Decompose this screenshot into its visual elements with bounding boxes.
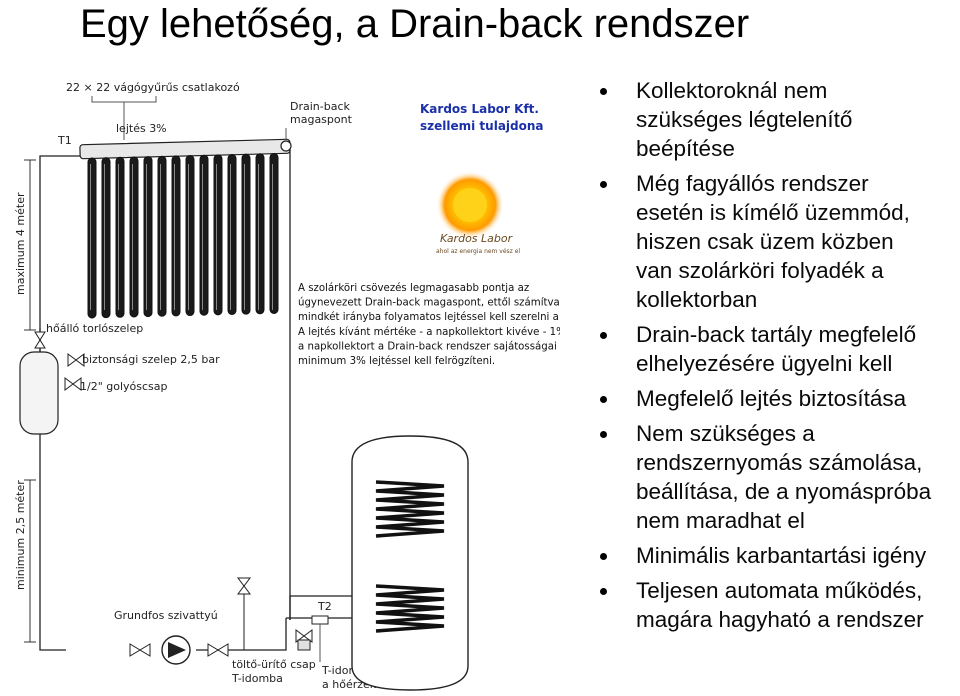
bullet-line: Drain-back tartály megfelelő	[636, 322, 917, 347]
note-line: minimum 3% lejtéssel kell felrögzíteni.	[298, 355, 495, 367]
bullet-line: hiszen csak üzem közben	[636, 229, 894, 254]
fill-valve-icon	[237, 577, 251, 650]
bullet-item: Nem szükséges a rendszernyomás számolása,…	[598, 419, 960, 535]
bullet-dot-icon	[600, 88, 607, 95]
bullet-list: Kollektoroknál nem szükséges légtelenítő b…	[598, 76, 960, 640]
ball-valve-label: 1/2" golyóscsap	[80, 380, 168, 393]
dimension-min	[24, 479, 36, 643]
safety-valve-icon	[67, 353, 85, 367]
ball-valve-icon	[64, 377, 82, 391]
pump-label: Grundfos szivattyú	[114, 609, 218, 622]
collector-tube	[227, 154, 237, 315]
bullet-line: Kollektoroknál nem	[636, 78, 828, 103]
t2-label: T2	[317, 600, 332, 613]
bullet-line: magára hagyható a rendszer	[636, 607, 924, 632]
bullet-dot-icon	[600, 588, 607, 595]
fill-valve-label: töltő-ürítő csap T-idomba	[231, 658, 319, 685]
t1-label: T1	[57, 134, 72, 147]
bullet-line: Minimális karbantartási igény	[636, 543, 927, 568]
bullet-dot-icon	[600, 553, 607, 560]
kardos-labor-logo: Kardos Labor ahol az energia nem vész el	[436, 171, 520, 255]
bullet-line: Megfelelő lejtés biztosítása	[636, 386, 907, 411]
collector-tube	[115, 156, 125, 318]
drainback-point-label: Drain-back magaspont	[290, 100, 353, 126]
installation-note: A szolárköri csövezés legmagasabb pontja…	[298, 282, 560, 367]
company-line2: szellemi tulajdona	[420, 119, 544, 133]
collector-tube	[87, 157, 97, 319]
note-line: A lejtés kívánt mértéke - a napkollektor…	[298, 326, 560, 338]
bullet-line: nem maradhat el	[636, 508, 805, 533]
heat-exchanger-coil	[375, 584, 445, 633]
storage-tank	[351, 435, 469, 691]
safety-valve-label: biztonsági szelep 2,5 bar	[82, 353, 220, 366]
bullet-item: Kollektoroknál nem szükséges légtelenítő b…	[598, 76, 960, 163]
bullet-line: elhelyezésére ügyelni kell	[636, 351, 893, 376]
bullet-dot-icon	[600, 431, 607, 438]
page-title: Egy lehetőség, a Drain-back rendszer	[80, 2, 750, 46]
min-height-label: minimum 2,5 méter	[14, 480, 27, 590]
collector-tube	[157, 155, 167, 317]
heat-valve-icon	[34, 331, 46, 349]
collector-tube	[171, 155, 181, 317]
collector-tube	[185, 155, 195, 317]
pump-icon	[129, 635, 229, 665]
note-line: úgynevezett Drain-back magaspont, ettől …	[298, 297, 560, 309]
svg-text:Kardos Labor: Kardos Labor	[440, 232, 514, 245]
drainback-diagram: maximum 4 méter minimum 2,5 méter 22 × 2…	[14, 81, 560, 691]
note-line: a napkollektort a Drain-back rendszer sa…	[298, 340, 560, 352]
bullet-line: esetén is kímélő üzemmód,	[636, 200, 910, 225]
bullet-line: szükséges légtelenítő	[636, 107, 853, 132]
collector-tube	[269, 152, 279, 314]
bullet-line: beépítése	[636, 136, 735, 161]
collector-tube	[255, 153, 265, 315]
bullet-item: Minimális karbantartási igény	[598, 541, 960, 570]
bullet-dot-icon	[600, 332, 607, 339]
collector-tube	[143, 156, 153, 318]
collector-tube	[213, 154, 223, 316]
collector-tube	[241, 153, 251, 315]
solar-collector	[79, 138, 291, 319]
bullet-line: Nem szükséges a	[636, 421, 815, 446]
svg-text:ahol az energia nem vész el: ahol az energia nem vész el	[436, 248, 520, 255]
note-line: A szolárköri csövezés legmagasabb pontja…	[298, 282, 529, 294]
connector-label: 22 × 22 vágógyűrűs csatlakozó	[66, 81, 240, 94]
bullet-line: van szolárköri folyadék a	[636, 258, 884, 283]
bullet-item: Drain-back tartály megfelelő elhelyezésér…	[598, 320, 960, 378]
bullet-line: Teljesen automata működés,	[636, 578, 923, 603]
dimension-max	[24, 159, 36, 331]
heat-exchanger-coil	[375, 480, 445, 538]
collector-tube	[101, 157, 111, 319]
drainback-point-marker	[280, 140, 292, 152]
bullet-item: Teljesen automata működés, magára hagyhat…	[598, 576, 960, 634]
bullet-dot-icon	[600, 181, 607, 188]
slope-label: lejtés 3%	[116, 122, 167, 135]
bullet-dot-icon	[600, 396, 607, 403]
note-line: mindkét irányba folyamatos lejtéssel kel…	[298, 311, 560, 323]
heat-valve-label: hőálló torlószelep	[46, 322, 143, 335]
collector-tube	[129, 156, 139, 318]
bullet-item: Megfelelő lejtés biztosítása	[598, 384, 960, 413]
bullet-line: rendszernyomás számolása,	[636, 450, 923, 475]
bullet-line: beállítása, de a nyomáspróba	[636, 479, 932, 504]
t2-sensor-icon	[295, 615, 329, 651]
company-line1: Kardos Labor Kft.	[420, 102, 539, 116]
bullet-line: kollektorban	[636, 287, 758, 312]
bullet-line: Még fagyállós rendszer	[636, 171, 869, 196]
bullet-item: Még fagyállós rendszer esetén is kímélő ü…	[598, 169, 960, 314]
max-height-label: maximum 4 méter	[14, 192, 27, 295]
collector-tube	[199, 154, 209, 316]
drainback-vessel	[19, 328, 59, 435]
